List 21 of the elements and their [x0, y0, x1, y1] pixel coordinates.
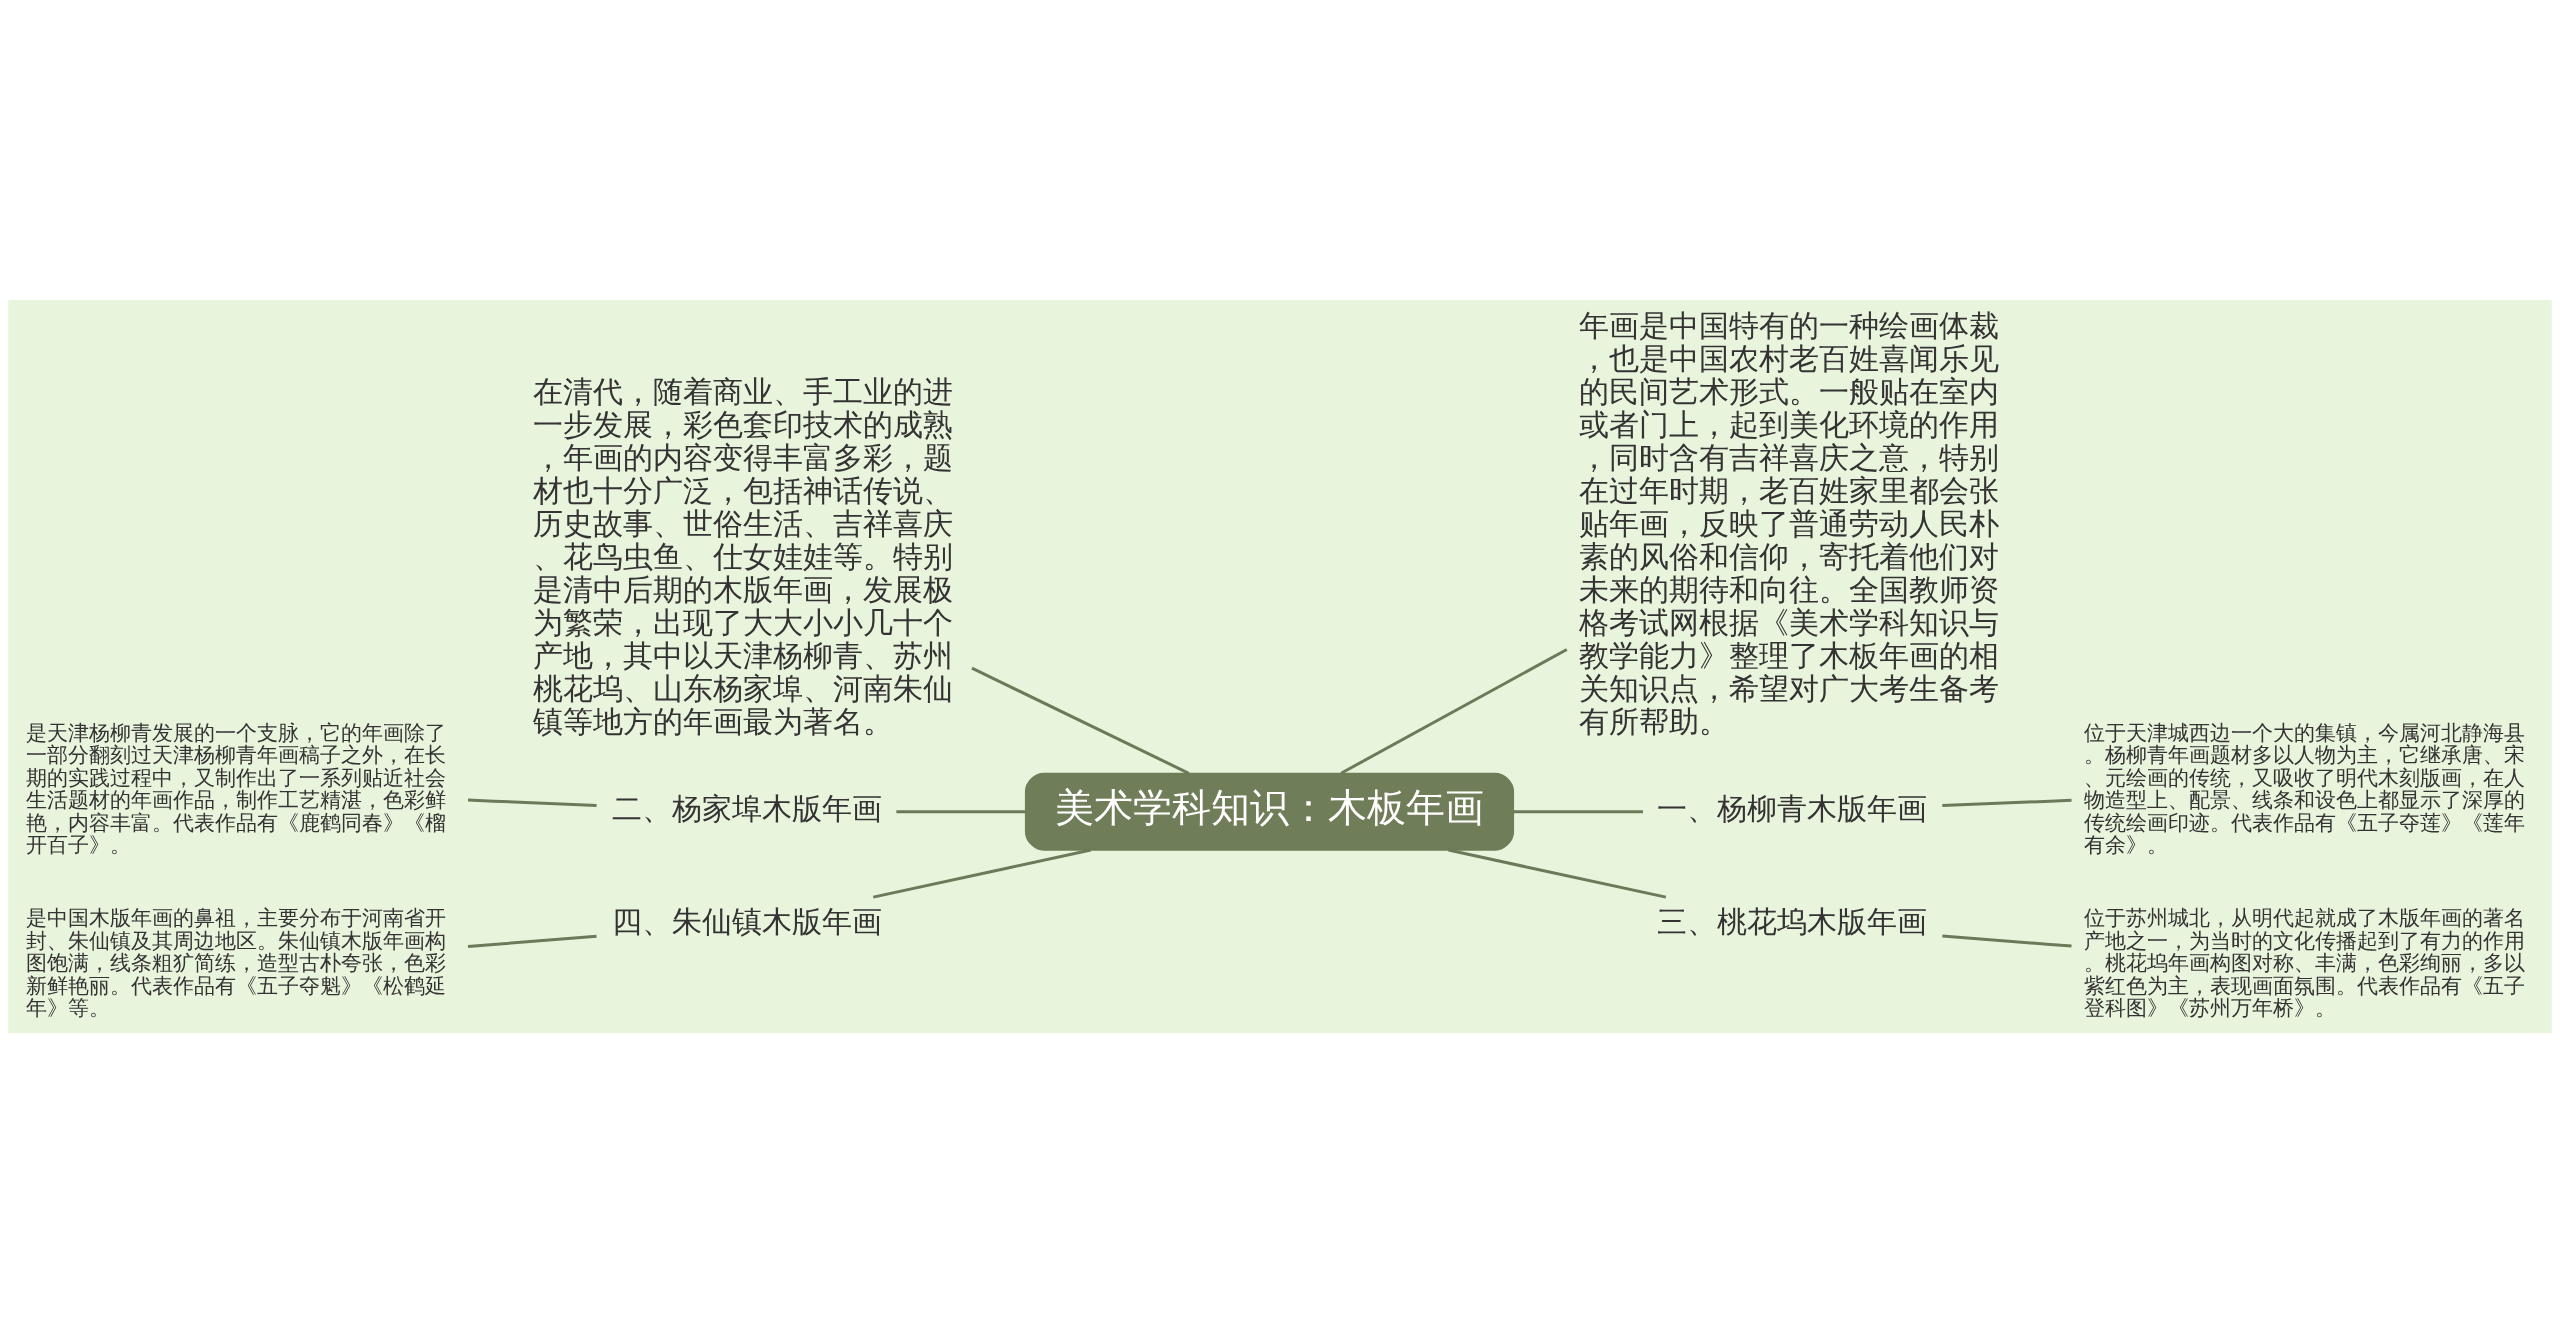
connector — [1340, 648, 1568, 775]
connector — [467, 798, 597, 807]
connector — [1942, 798, 2072, 808]
connector — [467, 934, 597, 949]
node-text: 在清代，随着商业、手工业的进一步发展，彩色套印技术的成熟，年画的内容变得丰富多彩，题材也十分广泛，包括神话传说、历史故事、世俗生活、吉祥喜庆、花鸟虫鱼、仕女娃娃等。特别是清中后期的木版年画，发展极为繁荣，出现了大大小小几十个产地，其中以天津杨柳青、苏州桃花坞、山东杨家埠、河南朱仙镇等地方的年画最为著名。 — [533, 374, 954, 740]
connector — [1513, 810, 1643, 814]
node-text: 二、杨家埠木版年画 — [611, 791, 882, 827]
node-text: 是中国木版年画的鼻祖，主要分布于河南省开封、朱仙镇及其周边地区。朱仙镇木版年画构图饱满，线条粗犷简练，造型古朴夸张，色彩新鲜艳丽。代表作品有《五子夺魁》《松鹤延年》等。 — [26, 906, 447, 1021]
connector — [971, 666, 1190, 775]
node-box: 美术学科知识：木板年画 — [1024, 772, 1515, 851]
node-text: 四、朱仙镇木版年画 — [611, 903, 882, 939]
node-text: 是天津杨柳青发展的一个支脉，它的年画除了一部分翻刻过天津杨柳青年画稿子之外，在长期的实践过程中，又制作出了一系列贴近社会生活题材的年画作品，制作工艺精湛，色彩鲜艳，内容丰富。代表作品有《鹿鹤同春》《榴开百子》。 — [26, 720, 447, 858]
connector — [1942, 934, 2072, 948]
connector — [872, 848, 1092, 899]
node-text: 三、桃花坞木版年画 — [1657, 903, 1928, 939]
node-text: 一、杨柳青木版年画 — [1657, 791, 1928, 827]
node-text: 年画是中国特有的一种绘画体裁，也是中国农村老百姓喜闻乐见的民间艺术形式。一般贴在室内或者门上，起到美化环境的作用，同时含有吉祥喜庆之意，特别在过年时期，老百姓家里都会张贴年画，反映了普通劳动人民朴素的风俗和信仰，寄托着他们对未来的期待和向往。全国教师资格考试网根据《美术学科知识与教学能力》整理了木板年画的相关知识点，希望对广大考生备考有所帮助。 — [1579, 308, 2000, 740]
node-text: 位于天津城西边一个大的集镇，今属河北静海县。杨柳青年画题材多以人物为主，它继承唐、宋、元绘画的传统，又吸收了明代木刻版画，在人物造型上、配景、线条和设色上都显示了深厚的传统绘画印迹。代表作品有《五子夺莲》《莲年有余》。 — [2083, 720, 2525, 858]
connector — [1448, 848, 1667, 899]
node-text: 位于苏州城北，从明代起就成了木版年画的著名产地之一，为当时的文化传播起到了有力的作用。桃花坞年画构图对称、丰满，色彩绚丽，多以紫红色为主，表现画面氛围。代表作品有《五子登科图》《苏州万年桥》。 — [2083, 906, 2525, 1021]
connector — [896, 810, 1026, 814]
